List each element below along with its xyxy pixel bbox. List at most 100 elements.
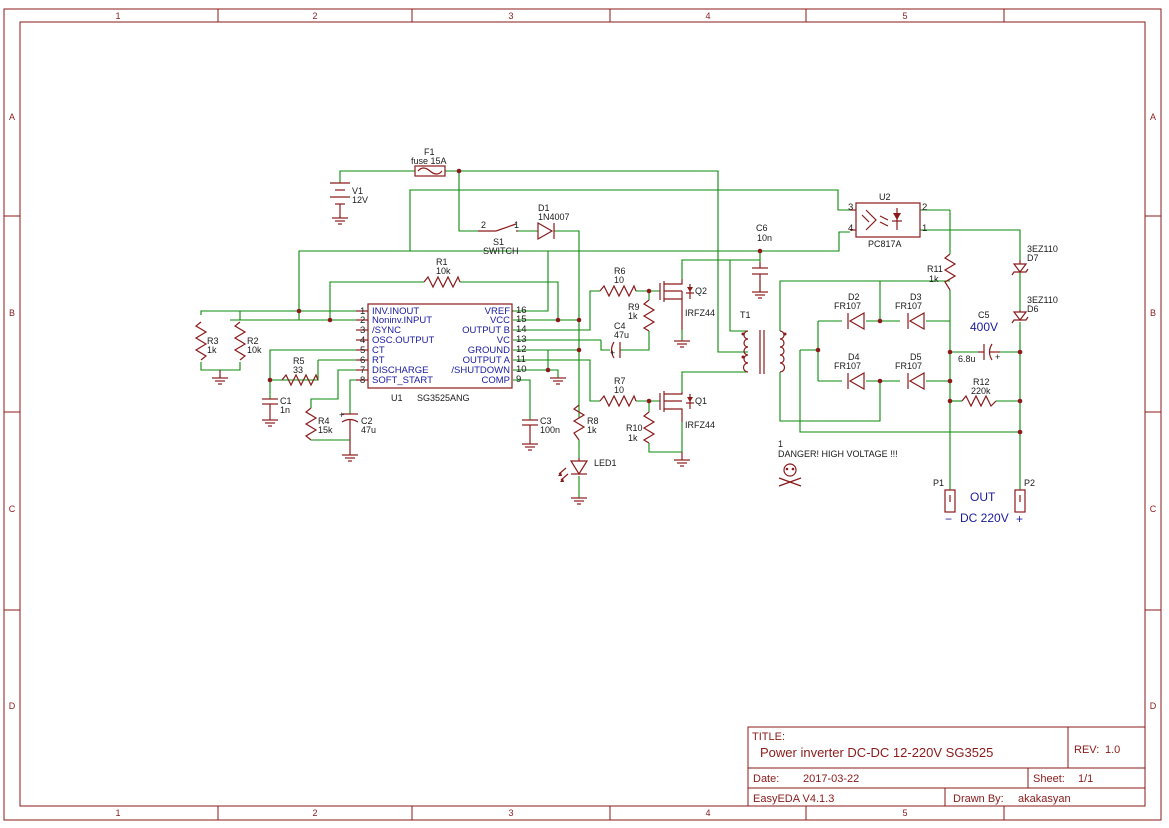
q1-value: IRFZ44 [685, 420, 715, 430]
d3-value: FR107 [895, 301, 922, 311]
u1-pin2-num: 2 [360, 315, 365, 326]
led-led1: LED1 [558, 458, 617, 482]
r3-value: 1k [207, 345, 217, 355]
resistor-r11: R11 1k [927, 253, 957, 291]
d1-ref: D1 [538, 203, 550, 213]
d7-ref: D7 [1027, 253, 1039, 263]
ground-icon [550, 377, 566, 385]
resistor-r7: R7 10 [599, 376, 637, 408]
d7-value: 3EZ110 [1027, 244, 1058, 254]
r8-value: 1k [587, 425, 597, 435]
v1-value: 12V [352, 195, 368, 205]
r2-value: 10k [247, 345, 262, 355]
row-label-left: D [9, 701, 16, 711]
u1-pin16-name: VREF [485, 306, 511, 317]
mosfet-q2: Q2 IRFZ44 [659, 279, 715, 330]
u1-pin4-num: 4 [360, 335, 365, 346]
ground-icon [262, 419, 278, 427]
capacitor-c1: C1 1n [262, 396, 292, 420]
diode-d5: D5 FR107 [895, 352, 925, 391]
d6-ref: D6 [1027, 304, 1039, 314]
r10-value: 1k [628, 433, 638, 443]
c2-plus: + [339, 410, 344, 420]
c4-ref: C4 [614, 321, 626, 331]
q1-ref: Q1 [695, 396, 707, 406]
u1-pin6-name: RT [372, 355, 385, 366]
date-label: Date: [753, 773, 779, 785]
ground-icon [674, 452, 690, 467]
col-label-bottom: 4 [705, 808, 710, 818]
col-label-top: 2 [312, 11, 317, 21]
u1-pin12-name: GROUND [468, 345, 510, 356]
u1-pin10-num: 10 [516, 364, 527, 375]
s1-pin1: 1 [514, 220, 519, 230]
rev-value: 1.0 [1105, 744, 1120, 756]
d4-ref: D4 [848, 352, 860, 362]
u1-ref: U1 [391, 393, 403, 403]
diode-d4: D4 FR107 [834, 352, 865, 391]
junctions [267, 168, 1023, 435]
u1-pin3-name: /SYNC [372, 325, 401, 336]
row-label-right: C [1150, 504, 1157, 514]
ground-symbols [212, 291, 768, 505]
r6-ref: R6 [614, 266, 626, 276]
drawn-by-value: akakasyan [1018, 793, 1071, 805]
r12-value: 220k [971, 386, 991, 396]
c4-plus: + [610, 348, 615, 358]
u2-pin3: 3 [848, 202, 853, 213]
title-label: TITLE: [752, 731, 785, 743]
resistor-r10: R10 1k [626, 411, 656, 444]
u1-pin13-num: 13 [516, 334, 527, 345]
switch-s1[interactable]: 2 1 S1 SWITCH [478, 220, 519, 256]
col-label-top: 4 [705, 11, 710, 21]
col-label-bottom: 3 [508, 808, 513, 818]
mosfet-q1: Q1 IRFZ44 [659, 391, 715, 430]
r4-ref: R4 [318, 416, 330, 426]
c5-voltage: 400V [970, 320, 998, 334]
c3-ref: C3 [540, 416, 552, 426]
output-label: OUT [970, 490, 996, 504]
connector-p2: P2 [1014, 478, 1035, 513]
c2-value: 47u [361, 425, 376, 435]
p2-ref: P2 [1024, 478, 1035, 488]
r7-value: 10 [614, 385, 624, 395]
drawing-frame [3, 8, 1162, 821]
r7-ref: R7 [614, 376, 626, 386]
connector-p1: P1 [933, 478, 956, 513]
capacitor-c5: + C5 400V 6.8u [958, 310, 1000, 364]
transformer-t1: T1 [740, 310, 787, 374]
u1-pin6-num: 6 [360, 355, 365, 366]
r11-ref: R11 [927, 264, 943, 274]
u1-pin1-num: 1 [360, 306, 365, 317]
capacitor-c4: + C4 47u [610, 321, 629, 359]
u1-pin13-name: VC [497, 335, 510, 346]
u1-value: SG3525ANG [417, 393, 470, 403]
software-label: EasyEDA V4.1.3 [753, 793, 834, 805]
ground-icon [674, 340, 690, 348]
sheet-value: 1/1 [1078, 773, 1093, 785]
rev-label: REV: [1074, 744, 1099, 756]
s1-value: SWITCH [483, 246, 519, 256]
resistor-r2: R2 10k [233, 321, 262, 361]
optocoupler-u2: 3 4 2 1 U2 PC817A [848, 192, 927, 249]
r1-value: 10k [436, 266, 451, 276]
s1-pin2: 2 [481, 220, 486, 230]
d6-value: 3EZ110 [1027, 295, 1058, 305]
ground-icon [342, 454, 358, 462]
u1-pin8-num: 8 [360, 375, 365, 386]
wires [200, 170, 1021, 498]
c6-value: 10n [757, 233, 772, 243]
col-label-bottom: 2 [312, 808, 317, 818]
u1-pin16-num: 16 [516, 305, 527, 316]
resistor-r1: R1 10k [423, 257, 461, 289]
v1-ref: V1 [352, 186, 363, 196]
resistor-r3: R3 1k [194, 321, 219, 361]
u1-pin5-name: CT [372, 345, 385, 356]
c4-value: 47u [614, 330, 629, 340]
u1-pin14-num: 14 [516, 324, 527, 335]
u1-pin5-num: 5 [360, 345, 365, 356]
u1-pin7-name: DISCHARGE [372, 365, 428, 376]
diode-d1: D1 1N4007 [537, 203, 570, 241]
r9-ref: R9 [628, 302, 640, 312]
c5-plus: + [995, 352, 1000, 362]
